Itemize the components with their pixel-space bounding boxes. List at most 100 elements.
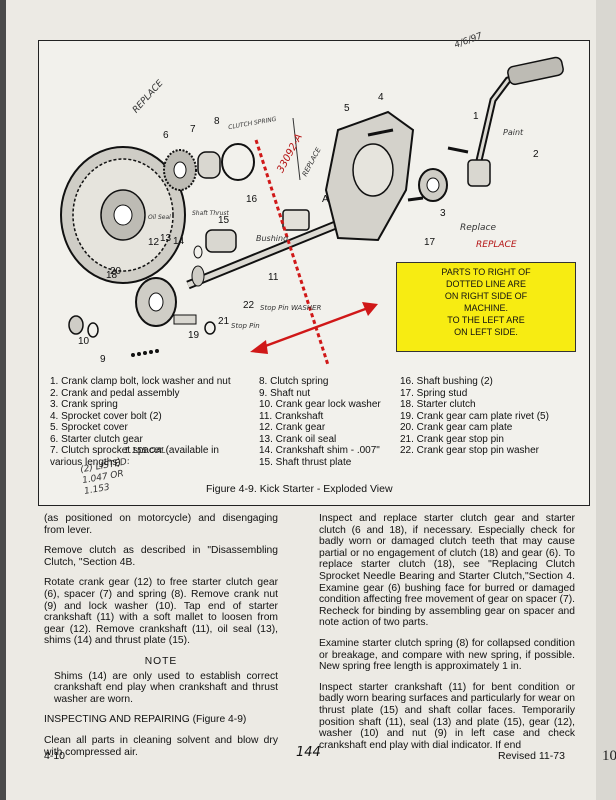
crankshaft: [186, 209, 350, 290]
legend-item: 14. Crankshaft shim - .007": [259, 445, 380, 456]
paragraph: Remove clutch as described in "Disassemb…: [44, 545, 278, 568]
crank-clamp-bolt: [447, 146, 469, 154]
handwritten-replace-3: Replace: [460, 223, 497, 233]
legend-item: various lengths): [50, 456, 121, 468]
starter-clutch-gear: [163, 149, 197, 191]
legend-item: 16. Shaft bushing (2): [400, 376, 493, 387]
parts-legend-col1: 1. Crank clamp bolt, lock washer and nut…: [50, 376, 231, 468]
legend-item: 10. Crank gear lock washer: [259, 399, 381, 410]
clutch-spring: [221, 143, 255, 181]
crank-pedal-assembly: [467, 56, 564, 187]
paragraph: (as positioned on motorcycle) and diseng…: [44, 513, 278, 536]
crank-gear-cam-plate: [135, 277, 177, 327]
svg-text:16: 16: [246, 194, 258, 205]
legend-item: 11. Crankshaft: [259, 410, 324, 422]
handwritten-bushing: Bushing: [256, 234, 289, 243]
callout-line: ON RIGHT SIDE OF: [444, 291, 528, 301]
svg-text:3: 3: [440, 208, 446, 219]
legend-item: 15. Shaft thrust plate: [259, 456, 352, 468]
direction-arrow: [250, 302, 378, 354]
starter-clutch-drum: [60, 146, 186, 284]
lock-washer: [87, 322, 99, 338]
svg-text:4: 4: [378, 92, 384, 103]
side-note-callout: PARTS TO RIGHT OF DOTTED LINE ARE ON RIG…: [396, 262, 576, 352]
cam-plate-rivets: [131, 349, 159, 357]
handwritten-replace-right: REPLACE: [476, 240, 517, 250]
legend-item: 2. Crank and pedal assembly: [50, 387, 180, 399]
left-text-column: (as positioned on motorcycle) and diseng…: [44, 513, 278, 767]
legend-item: 20. Crank gear cam plate: [400, 422, 513, 433]
callout-line: ON LEFT SIDE.: [454, 327, 518, 337]
crank-oil-seal: [191, 265, 205, 287]
svg-text:21: 21: [218, 316, 230, 327]
spring-stud: [407, 196, 424, 202]
note-body: Shims (14) are only used to establish co…: [54, 670, 278, 705]
footer-handwritten-page-number: 144: [296, 745, 321, 760]
svg-text:20: 20: [110, 266, 122, 277]
right-text-column: Inspect and replace starter clutch gear …: [319, 513, 575, 760]
legend-item: 8. Clutch spring: [259, 376, 329, 387]
svg-text:19: 19: [188, 330, 200, 341]
paragraph: Clean all parts in cleaning solvent and …: [44, 734, 278, 758]
legend-item: 21. Crank gear stop pin: [400, 433, 504, 445]
stop-pin: [173, 314, 197, 325]
legend-item: 3. Crank spring: [50, 399, 118, 410]
handwritten-shaft-thrust: Shaft Thrust: [192, 210, 229, 217]
legend-item: 9. Shaft nut: [259, 387, 311, 399]
shaft-bushing: [205, 229, 237, 253]
svg-text:18: 18: [106, 270, 118, 281]
stop-pin-washer: [204, 321, 216, 335]
handwritten-paint: Paint: [503, 128, 524, 137]
section-heading: INSPECTING AND REPAIRING (Figure 4-9): [44, 714, 247, 726]
parts-legend-col2: 8. Clutch spring 9. Shaft nut 10. Crank …: [259, 376, 381, 468]
legend-item: 6. Starter clutch gear: [50, 433, 143, 445]
callout-line: MACHINE.: [463, 303, 508, 313]
parts-legend-col3: 16. Shaft bushing (2) 17. Spring stud 18…: [400, 376, 549, 457]
part-number-labels: 1 2 3 4 5 6 7 8 9 10 11 12 13 14 15 16 1…: [78, 92, 539, 365]
legend-item: 1. Crank clamp bolt, lock washer and nut: [50, 376, 231, 387]
sprocket-cover-bolt: [367, 128, 394, 137]
paragraph: Rotate crank gear (12) to free starter c…: [44, 577, 278, 647]
legend-item: 12. Crank gear: [259, 422, 326, 433]
svg-text:10: 10: [78, 336, 90, 347]
svg-text:22: 22: [243, 300, 255, 311]
note-title: NOTE: [144, 655, 178, 667]
svg-text:17: 17: [424, 237, 436, 248]
adjacent-page-number: 10: [602, 748, 616, 764]
callout-line: DOTTED LINE ARE: [445, 279, 526, 289]
handwritten-oval-note: 1.155 OAL: [124, 446, 166, 455]
handwritten-stop-pin-washer: Stop Pin WASHER: [260, 304, 322, 312]
paragraph: Inspect starter crankshaft (11) for bent…: [319, 681, 575, 751]
svg-text:13: 13: [160, 233, 172, 244]
crank-spring: [418, 168, 448, 202]
legend-item: 7. Clutch sprocket spacer (available in: [50, 445, 219, 456]
paragraph: Inspect and replace starter clutch gear …: [319, 513, 575, 629]
footer-left-page-number: 4-10: [44, 750, 66, 762]
legend-item: 19. Crank gear cam plate rivet (5): [400, 410, 549, 422]
legend-item: 13. Crank oil seal: [259, 433, 337, 445]
shaft-nut: [68, 315, 84, 335]
exploded-view-diagram: 1 2 3 4 5 6 7 8 9 10 11 12 13 14 15 16 1…: [60, 56, 564, 366]
svg-text:12: 12: [148, 237, 160, 248]
svg-text:7: 7: [190, 124, 196, 135]
legend-item: 4. Sprocket cover bolt (2): [50, 410, 162, 422]
svg-text:8: 8: [214, 116, 220, 127]
svg-text:5: 5: [344, 103, 350, 114]
svg-text:14: 14: [173, 236, 185, 247]
clutch-sprocket-spacer: [197, 151, 221, 179]
footer-revision: Revised 11-73: [498, 750, 565, 762]
figure-caption: Figure 4-9. Kick Starter - Exploded View: [206, 483, 393, 495]
handwritten-stop-pin: Stop Pin: [231, 322, 260, 330]
svg-text:9: 9: [100, 354, 106, 365]
legend-item: 17. Spring stud: [400, 387, 468, 399]
legend-item: 22. Crank gear stop pin washer: [400, 445, 539, 456]
crankshaft-shim: [193, 245, 203, 259]
legend-item: 18. Starter clutch: [400, 399, 476, 410]
svg-text:6: 6: [163, 130, 169, 141]
callout-line: PARTS TO RIGHT OF: [441, 267, 531, 277]
svg-text:15: 15: [218, 215, 230, 226]
adjacent-page-edge: [596, 0, 616, 800]
manual-page: 1 2 3 4 5 6 7 8 9 10 11 12 13 14 15 16 1…: [6, 0, 596, 800]
svg-text:A: A: [322, 194, 329, 205]
svg-text:11: 11: [268, 272, 279, 283]
